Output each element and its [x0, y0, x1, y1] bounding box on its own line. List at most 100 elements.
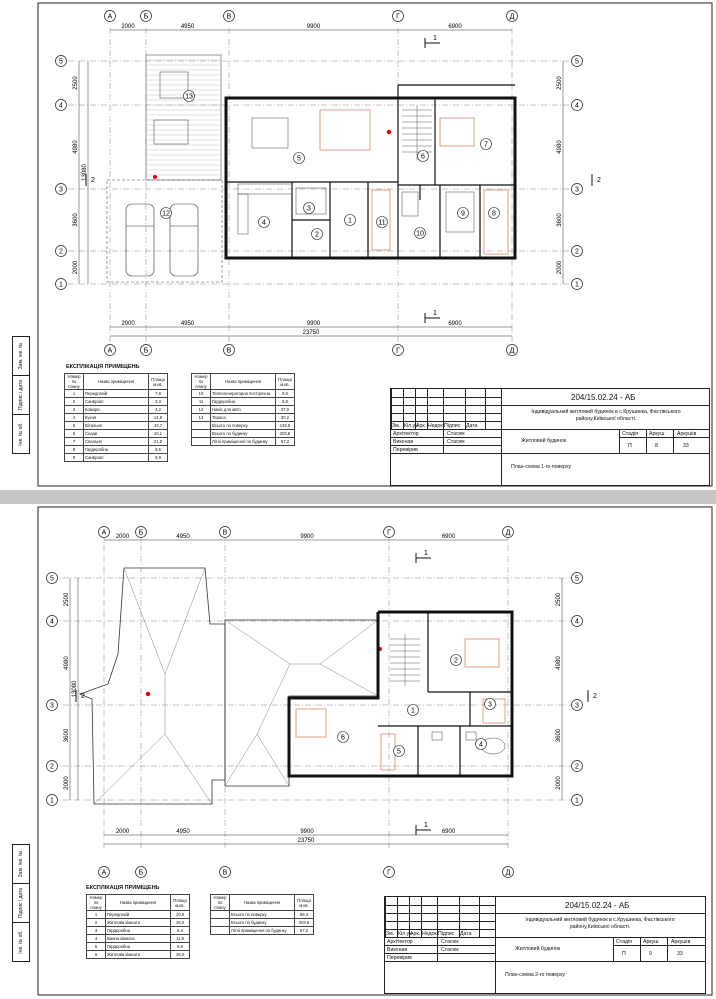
room-number: 8: [492, 211, 496, 218]
marker-dot: [386, 129, 392, 135]
room-number-marker: [160, 207, 172, 219]
axis-marker-label: 3: [575, 187, 579, 194]
col-header: Номер по плану: [210, 894, 230, 911]
room-number: 3: [307, 206, 311, 213]
dimension-label: 4980: [73, 140, 79, 154]
stage-value: 33: [677, 951, 683, 957]
room-number: 12: [162, 211, 170, 218]
axis-marker: [571, 183, 583, 195]
section-label: 1: [433, 35, 437, 42]
dimension-label: 6900: [448, 24, 462, 30]
axis-marker-label: 2: [59, 249, 63, 256]
axis-marker: [571, 615, 583, 627]
dimension-label: 2500: [556, 592, 562, 606]
axis-marker-label: 5: [59, 59, 63, 66]
stamp-role: Архітектор: [393, 431, 419, 437]
stage-label: Аркушів: [677, 431, 697, 437]
col-header: Назва приміщення: [83, 373, 149, 390]
roof-outline: [78, 567, 379, 805]
axis-marker: [392, 10, 404, 22]
side-stamp-label: Інв. № об.: [18, 422, 24, 446]
room-number-marker: [344, 214, 356, 226]
dimension-lines: [78, 29, 564, 337]
room-number: 10: [416, 231, 424, 238]
axis-marker: [46, 572, 58, 584]
axis-marker-label: 3: [575, 703, 579, 710]
axis-marker: [219, 526, 231, 538]
sheet-name: План-схема 1-го поверху: [511, 464, 572, 470]
stage-value: П: [628, 443, 632, 449]
sheet-frame: [37, 2, 713, 487]
room-number: 7: [484, 142, 488, 149]
col-header: Номер по плану: [64, 373, 84, 390]
axis-marker-label: 5: [575, 576, 579, 583]
sheet-frame: [37, 506, 713, 996]
exterior-walls: [287, 610, 514, 778]
axis-marker-label: А: [108, 14, 113, 21]
dimension-label: 9900: [300, 829, 314, 835]
axis-marker: [135, 866, 147, 878]
room-number-marker: [450, 654, 462, 666]
axis-marker-label: 1: [575, 798, 579, 805]
stage-label: Аркуш: [649, 431, 665, 437]
side-stamp-label: Підпис і дата: [18, 887, 24, 919]
room-number-marker: [337, 731, 349, 743]
section-label: 2: [597, 177, 601, 184]
axis-marker-label: В: [227, 348, 232, 355]
axis-marker: [571, 55, 583, 67]
sheet-name: План-схема 2-го поверху: [505, 972, 566, 978]
side-stamp-label: Зам. інв. №: [18, 850, 24, 878]
side-stamp: Зам. інв. № Підпис і дата Інв. № об.: [12, 844, 30, 962]
dimension-label: 2500: [73, 76, 79, 90]
side-stamp-label: Підпис і дата: [18, 379, 24, 411]
axis-marker-label: 4: [575, 619, 579, 626]
axis-marker-label: 1: [50, 798, 54, 805]
axis-marker-label: В: [223, 870, 228, 877]
axis-marker: [506, 344, 518, 356]
axis-marker: [223, 10, 235, 22]
stamp-col-label: Підпис: [444, 423, 461, 429]
axis-marker: [506, 10, 518, 22]
axis-marker-label: Г: [396, 14, 400, 21]
axis-marker: [571, 794, 583, 806]
dimension-label: 2000: [116, 829, 130, 835]
axis-marker-label: В: [227, 14, 232, 21]
axis-marker-label: Б: [144, 348, 149, 355]
axis-marker: [98, 526, 110, 538]
room-number-marker: [393, 745, 405, 757]
stage-value: П: [622, 951, 626, 957]
room-number-marker: [488, 207, 500, 219]
axis-marker: [383, 866, 395, 878]
side-stamp-label: Інв. № об.: [18, 930, 24, 954]
room-number-marker: [480, 138, 492, 150]
staircase-icon: [402, 105, 432, 160]
col-header: Площа м.кв.: [170, 894, 190, 911]
room-number-marker: [376, 216, 388, 228]
axis-marker-label: 3: [50, 703, 54, 710]
dimension-label: 9900: [307, 321, 321, 327]
room-number: 13: [185, 94, 193, 101]
room-number: 4: [479, 742, 483, 749]
axis-marker: [571, 99, 583, 111]
dimension-label: 9900: [300, 534, 314, 540]
axis-marker-label: А: [102, 870, 107, 877]
stamp-col-label: Зм.: [392, 423, 401, 429]
room-number: 11: [378, 220, 385, 227]
section-label: 2: [81, 693, 85, 700]
dimension-label: 13080: [72, 680, 78, 697]
section-label: 1: [433, 310, 437, 317]
dimension-label: 9900: [307, 24, 321, 30]
axis-marker: [46, 760, 58, 772]
